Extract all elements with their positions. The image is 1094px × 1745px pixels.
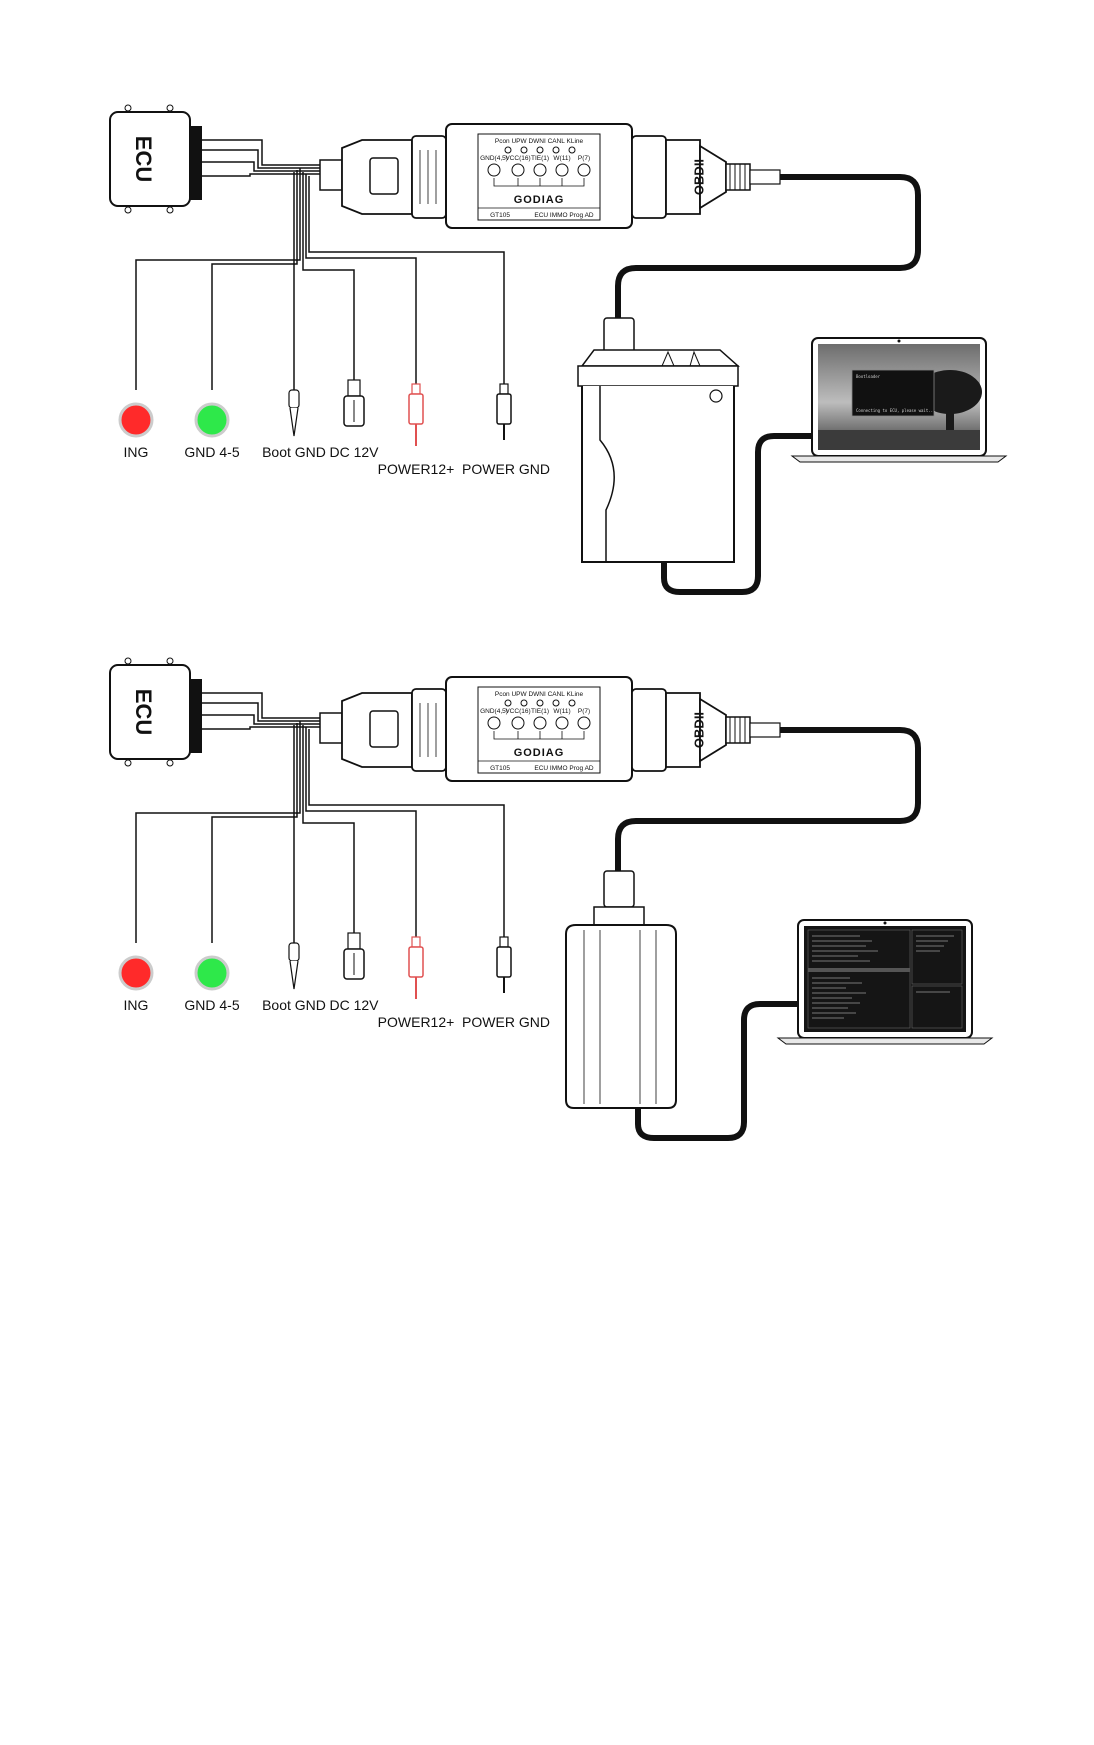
dc12v-label: DC 12V <box>329 444 379 460</box>
adapter-model: GT105 <box>490 765 510 772</box>
bootloader-window <box>851 369 935 417</box>
dc12v-label: DC 12V <box>329 997 379 1013</box>
adapter-pin-header: Pcon UPW DWNI CANL KLine <box>495 691 584 698</box>
adapter-pin-label: VCC(16) <box>505 155 530 162</box>
laptop-bottom <box>776 919 994 1045</box>
interface-box <box>565 870 677 1109</box>
adapter-pin-label: W(11) <box>553 155 570 162</box>
gnd45-connector-dot <box>194 402 230 438</box>
adapter-brand: GODIAG <box>514 747 565 759</box>
adapter-pin-label: GND(4,5) <box>480 708 508 715</box>
gnd45-label: GND 4-5 <box>184 997 239 1013</box>
power12-label: POWER12+ <box>378 1014 455 1030</box>
adapter-model: GT105 <box>490 212 510 219</box>
bootloader-title: Bootloader <box>856 374 881 379</box>
adapter-pin-label: VCC(16) <box>505 708 530 715</box>
adapter-pin-label: TIE(1) <box>531 708 549 715</box>
ing-connector-dot <box>118 402 154 438</box>
adapter-pin-header: Pcon UPW DWNI CANL KLine <box>495 138 584 145</box>
adapter-model-desc: ECU IMMO Prog AD <box>534 765 594 772</box>
ing-label: ING <box>124 997 149 1013</box>
laptop-top: Bootloader Connecting to ECU, please wai… <box>790 337 1008 463</box>
bootloader-status: Connecting to ECU, please wait... <box>856 408 935 413</box>
adapter-pin-label: P(7) <box>578 708 590 715</box>
ecu-label: ECU <box>131 136 156 182</box>
adapter-model-desc: ECU IMMO Prog AD <box>534 212 594 219</box>
power12-label: POWER12+ <box>378 461 455 477</box>
ing-label: ING <box>124 444 149 460</box>
panel-bottom: ECU OBDII Pcon UPW DWNI CANL KLine GND(4… <box>110 658 994 1141</box>
ing-connector-dot <box>118 955 154 991</box>
gnd45-connector-dot <box>194 955 230 991</box>
boot-gnd-label: Boot GND <box>262 444 326 460</box>
interface-box <box>577 317 740 563</box>
obd-label: OBDII <box>691 712 706 748</box>
gnd45-label: GND 4-5 <box>184 444 239 460</box>
adapter-pin-label: P(7) <box>578 155 590 162</box>
obd-label: OBDII <box>691 159 706 195</box>
adapter-pin-label: TIE(1) <box>531 155 549 162</box>
panel-top: ECU OBDII Pcon UPW DWNI CANL KLine GND(4… <box>110 105 1008 595</box>
adapter-pin-label: W(11) <box>553 708 570 715</box>
power-gnd-label: POWER GND <box>462 1014 550 1030</box>
power-gnd-label: POWER GND <box>462 461 550 477</box>
adapter-pin-label: GND(4,5) <box>480 155 508 162</box>
boot-gnd-label: Boot GND <box>262 997 326 1013</box>
ecu-label: ECU <box>131 689 156 735</box>
adapter-brand: GODIAG <box>514 194 565 206</box>
